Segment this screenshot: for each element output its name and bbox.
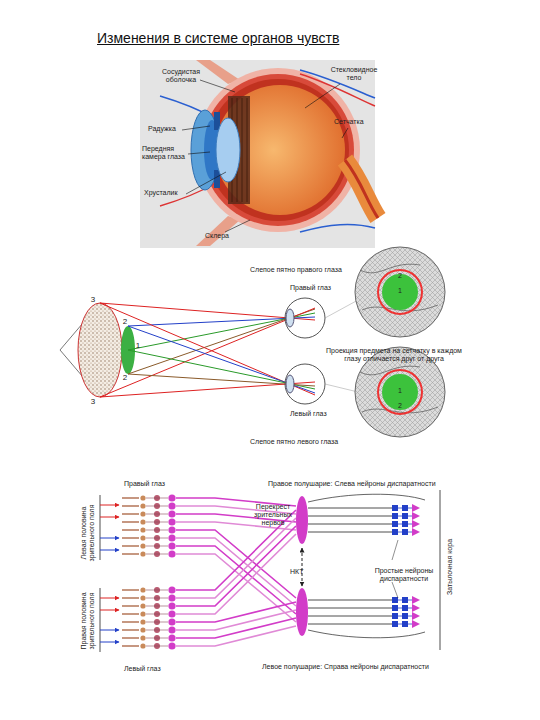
eye-label: Левый глаз bbox=[124, 665, 184, 673]
part-label: Стекловидное тело bbox=[328, 66, 380, 82]
eye-label: Правый глаз bbox=[290, 284, 350, 292]
callout-number: 2 bbox=[395, 272, 405, 280]
eye-label: Левый глаз bbox=[290, 410, 350, 418]
callout-number: 1 bbox=[395, 387, 405, 395]
callout-number: 2 bbox=[395, 402, 405, 410]
part-label: Затылочная кора bbox=[446, 522, 454, 612]
field-label: Левая половина зрительного поля bbox=[80, 494, 96, 572]
hemisphere-label: Левое полушарие: Справа нейроны диспарат… bbox=[262, 663, 462, 671]
part-label: Передняя камера глаза bbox=[142, 145, 188, 161]
projection-scheme bbox=[60, 247, 445, 437]
part-label: Склера bbox=[205, 232, 245, 240]
part-label: Перекрест зрительных нервов bbox=[246, 503, 300, 526]
note-label: Проекция предмета на сетчатку в каждом г… bbox=[326, 347, 462, 363]
note-label: Слепое пятно правого глаза bbox=[250, 266, 390, 274]
callout-number: 2 bbox=[120, 318, 130, 327]
part-label: Сетчатка bbox=[334, 118, 374, 126]
part-label: Простые нейроны диспаратности bbox=[368, 567, 440, 583]
part-label: Сосудистая оболочка bbox=[150, 68, 212, 84]
field-label: Правая половина зрительного поля bbox=[80, 582, 96, 660]
page-title: Изменения в системе органов чувств bbox=[97, 30, 339, 46]
callout-number: 1 bbox=[395, 287, 405, 295]
note-label: Слепое пятно левого глаза bbox=[250, 438, 390, 446]
visual-pathway bbox=[100, 490, 440, 652]
part-label: Радужка bbox=[148, 125, 184, 133]
eye-label: Правый глаз bbox=[124, 480, 184, 488]
callout-number: 3 bbox=[88, 398, 98, 407]
part-label: НКТ bbox=[290, 568, 314, 576]
part-label: Хрусталик bbox=[144, 189, 188, 197]
callout-number: 1 bbox=[133, 342, 143, 351]
callout-number: 2 bbox=[120, 374, 130, 383]
eye-illustration bbox=[140, 60, 378, 248]
callout-number: 3 bbox=[88, 296, 98, 305]
hemisphere-label: Правое полушарие: Слева нейроны диспарат… bbox=[268, 480, 468, 488]
